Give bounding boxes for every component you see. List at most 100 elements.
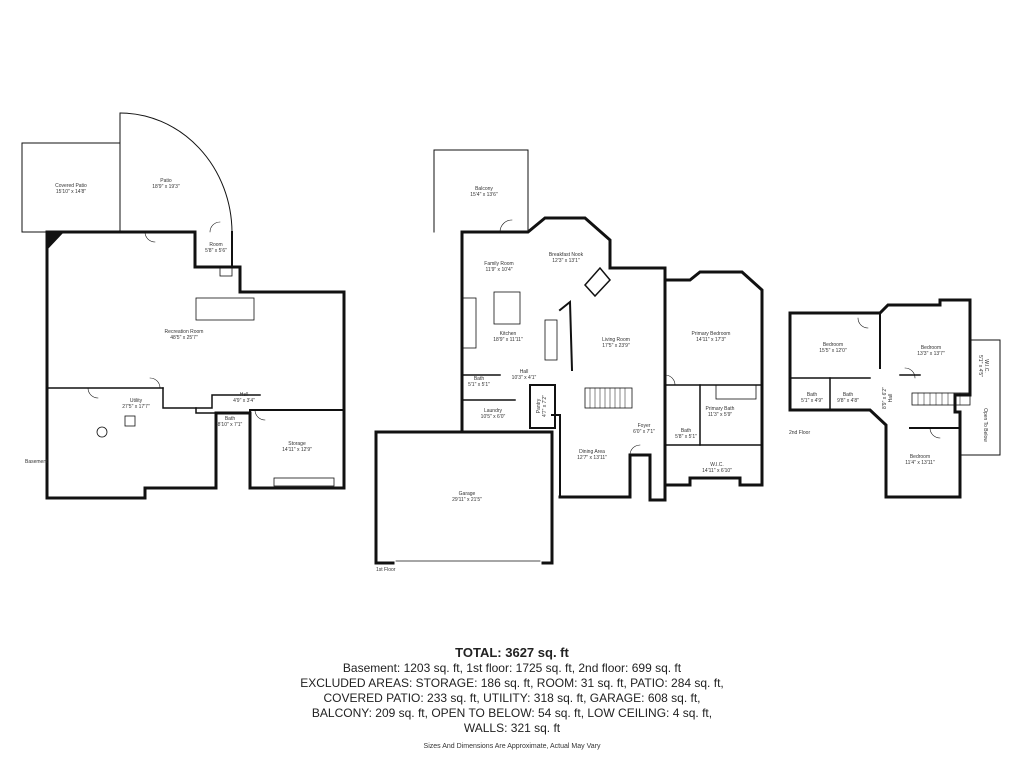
- door-arc: [144, 231, 156, 243]
- patio-dims: 18'9" x 19'3": [152, 184, 180, 190]
- laundry-dims: 10'5" x 6'0": [481, 414, 506, 420]
- door-arc: [149, 377, 161, 389]
- utility-dims: 27'5" x 17'7": [122, 404, 150, 410]
- primary-small-bath-dims: 5'8" x 5'1": [675, 434, 697, 440]
- upper-hall-dims: 8'9" x 6'2": [882, 387, 888, 409]
- second-floor-outer-walls: [788, 298, 972, 499]
- excluded-areas-line-3: BALCONY: 209 sq. ft, OPEN TO BELOW: 54 s…: [311, 706, 713, 720]
- upper-stairs: [911, 392, 971, 406]
- upper-wic-dims: 5'1" x 4'5": [977, 355, 983, 377]
- kitchen-walls: [558, 299, 574, 372]
- kitchen-island: [493, 291, 521, 325]
- door-arc: [499, 219, 513, 233]
- storage-label: Storage: [288, 441, 306, 447]
- bedroom-b-dims: 13'3" x 13'7": [917, 351, 945, 357]
- breakfast-nook-label: Breakfast Nook: [549, 252, 584, 258]
- primary-wic-label: W.I.C.: [710, 462, 724, 468]
- basement-outer-walls: [45, 230, 346, 500]
- open-to-below-outline: [959, 339, 1001, 456]
- primary-suite-walls: [663, 270, 764, 487]
- second-floor-label: 2nd Floor: [789, 430, 810, 436]
- foyer-dims: 6'0" x 7'1": [633, 429, 655, 435]
- bathtub: [715, 384, 757, 400]
- bedroom-a-dims: 15'5" x 12'0": [819, 348, 847, 354]
- first-floor-label: 1st Floor: [376, 567, 396, 573]
- basement-hall-label: Hall: [240, 392, 249, 398]
- balcony-dims: 15'4" x 13'6": [470, 192, 498, 198]
- covered-patio-dims: 15'10" x 14'8": [56, 189, 86, 195]
- first-floor-plan: [374, 149, 764, 565]
- first-floor-outer-walls: [460, 216, 667, 502]
- basement-floor-label: Basement: [25, 459, 48, 465]
- upper-bath-a-label: Bath: [807, 392, 818, 398]
- basement-bath-walls: [195, 407, 217, 414]
- main-stairs: [584, 387, 633, 409]
- excluded-areas-line-4: WALLS: 321 sq. ft: [463, 721, 561, 735]
- pantry-label: Pantry: [536, 398, 542, 413]
- pantry-walls: [529, 384, 556, 429]
- excluded-areas-line-1: EXCLUDED AREAS: STORAGE: 186 sq. ft, ROO…: [300, 676, 724, 690]
- primary-small-bath-label: Bath: [681, 428, 692, 434]
- bedroom-b-label: Bedroom: [921, 345, 941, 351]
- kitchen-peninsula: [544, 319, 558, 361]
- storage-walls: [249, 409, 345, 414]
- kitchen-label: Kitchen: [500, 331, 517, 337]
- dining-area-label: Dining Area: [579, 449, 605, 455]
- balcony-label: Balcony: [475, 186, 493, 192]
- garage-label: Garage: [459, 491, 476, 497]
- primary-bath-dims: 11'3" x 5'9": [708, 412, 732, 418]
- room-dims: 5'8" x 5'6": [205, 248, 227, 254]
- bedroom-c-label: Bedroom: [910, 454, 930, 460]
- floor-plan-drawing: Covered Patio 15'10" x 14'8" Patio 18'9"…: [21, 112, 1001, 573]
- hall-walls: [162, 387, 261, 409]
- storage-dims: 14'11" x 12'9": [282, 447, 312, 453]
- second-floor-plan: [788, 298, 1001, 499]
- kitchen-dims: 18'9" x 11'11": [493, 337, 523, 343]
- foyer-label: Foyer: [638, 423, 651, 429]
- balcony-outline: [433, 149, 529, 233]
- primary-bath-label: Primary Bath: [706, 406, 735, 412]
- basement-plan: [21, 112, 346, 500]
- storage-shelf: [273, 477, 335, 487]
- room-labels: Covered Patio 15'10" x 14'8" Patio 18'9"…: [55, 178, 989, 503]
- excluded-areas-line-2: COVERED PATIO: 233 sq. ft, UTILITY: 318 …: [323, 691, 701, 705]
- basement-bath-dims: 8'10" x 7'1": [218, 422, 243, 428]
- primary-bedroom-dims: 14'11" x 17'3": [696, 337, 726, 343]
- first-hall-dims: 10'3" x 4'1": [512, 375, 537, 381]
- fireplace: [583, 266, 612, 298]
- door-arc: [209, 221, 221, 233]
- basement-bath-label: Bath: [225, 416, 236, 422]
- door-arc: [929, 427, 941, 439]
- furnace: [124, 415, 136, 427]
- room-walls: [193, 230, 242, 269]
- upper-hall-label: Hall: [888, 394, 894, 403]
- first-bath-dims: 5'1" x 5'1": [468, 382, 490, 388]
- garage-dims: 29'11" x 21'5": [452, 497, 482, 503]
- dining-area-dims: 12'7" x 13'11": [577, 455, 607, 461]
- first-hall-label: Hall: [520, 369, 529, 375]
- upper-bath-a-dims: 5'1" x 4'9": [801, 398, 823, 404]
- door-arc: [664, 374, 676, 386]
- pantry-dims: 4'7" x 7'2": [542, 395, 548, 417]
- bedroom-c-dims: 11'4" x 13'11": [905, 460, 935, 466]
- covered-patio-column: [47, 232, 64, 250]
- kitchen-counter: [461, 297, 477, 349]
- primary-wic-dims: 14'11" x 6'10": [702, 468, 732, 474]
- room-label: Room: [209, 242, 222, 248]
- living-room-label: Living Room: [602, 337, 630, 343]
- primary-bedroom-label: Primary Bedroom: [692, 331, 731, 337]
- open-to-below-label: Open To Below: [982, 408, 988, 442]
- stair-treads: [917, 392, 961, 406]
- garage-walls: [374, 430, 554, 565]
- kitchenette-counter: [195, 297, 255, 321]
- recreation-room-label: Recreation Room: [165, 329, 204, 335]
- patio-arc: [119, 112, 233, 233]
- upper-bath-b-dims: 9'8" x 4'8": [837, 398, 859, 404]
- basement-hall-dims: 4'9" x 3'4": [233, 398, 255, 404]
- family-room-dims: 11'9" x 10'4": [485, 267, 512, 273]
- door-arc: [629, 444, 641, 456]
- breakfast-nook-dims: 12'3" x 13'1": [552, 258, 580, 264]
- laundry-label: Laundry: [484, 408, 503, 414]
- family-room-label: Family Room: [484, 261, 513, 267]
- bedroom-a-label: Bedroom: [823, 342, 843, 348]
